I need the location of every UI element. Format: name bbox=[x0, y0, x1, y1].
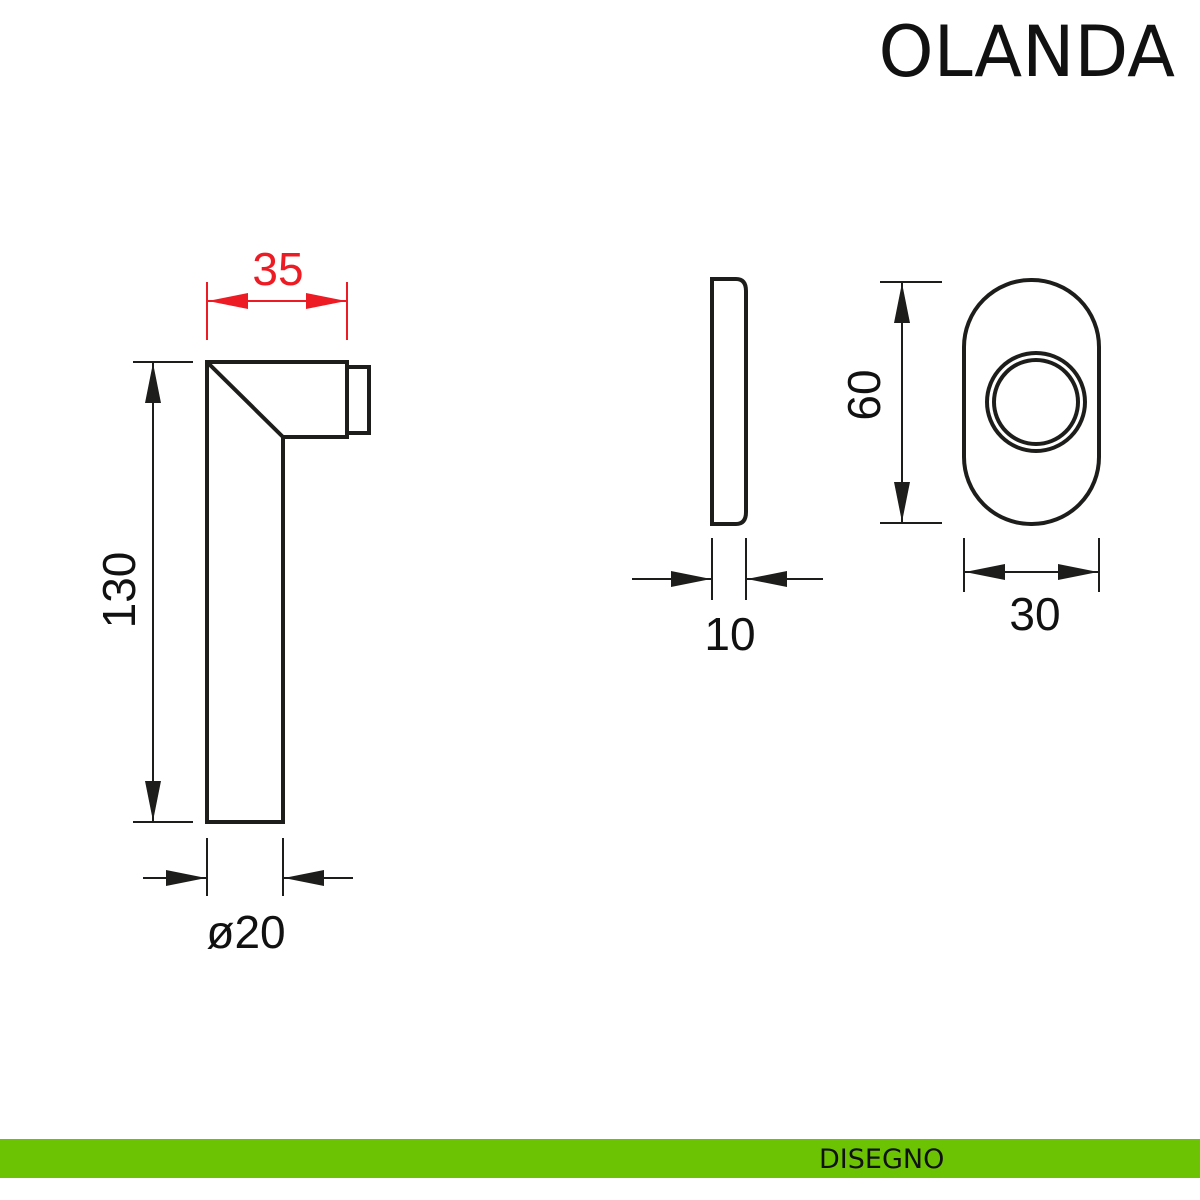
dimension-130 bbox=[133, 361, 193, 823]
handle-bevel-line bbox=[205, 360, 285, 439]
footer-bar: DISEGNO bbox=[0, 1139, 1200, 1178]
plate-thickness-label: 10 bbox=[704, 608, 755, 660]
handle-diameter-label: ø20 bbox=[206, 906, 285, 958]
rosette-front-view bbox=[962, 278, 1101, 526]
handle-drawing bbox=[205, 360, 371, 824]
dimension-60 bbox=[880, 281, 942, 524]
dimension-35 bbox=[206, 282, 348, 340]
handle-width-label: 35 bbox=[252, 243, 303, 295]
handle-spindle-stub bbox=[345, 365, 371, 435]
rosette-width-label: 30 bbox=[1009, 588, 1060, 640]
dimension-diameter-20 bbox=[143, 838, 353, 896]
dimension-10 bbox=[632, 538, 823, 600]
dimension-30 bbox=[963, 538, 1100, 592]
footer-label: DISEGNO bbox=[819, 1144, 945, 1175]
page-title: OLANDA bbox=[878, 11, 1175, 93]
plate-side-view bbox=[710, 277, 748, 526]
rosette-height-label: 60 bbox=[838, 369, 890, 420]
handle-height-label: 130 bbox=[93, 552, 145, 629]
